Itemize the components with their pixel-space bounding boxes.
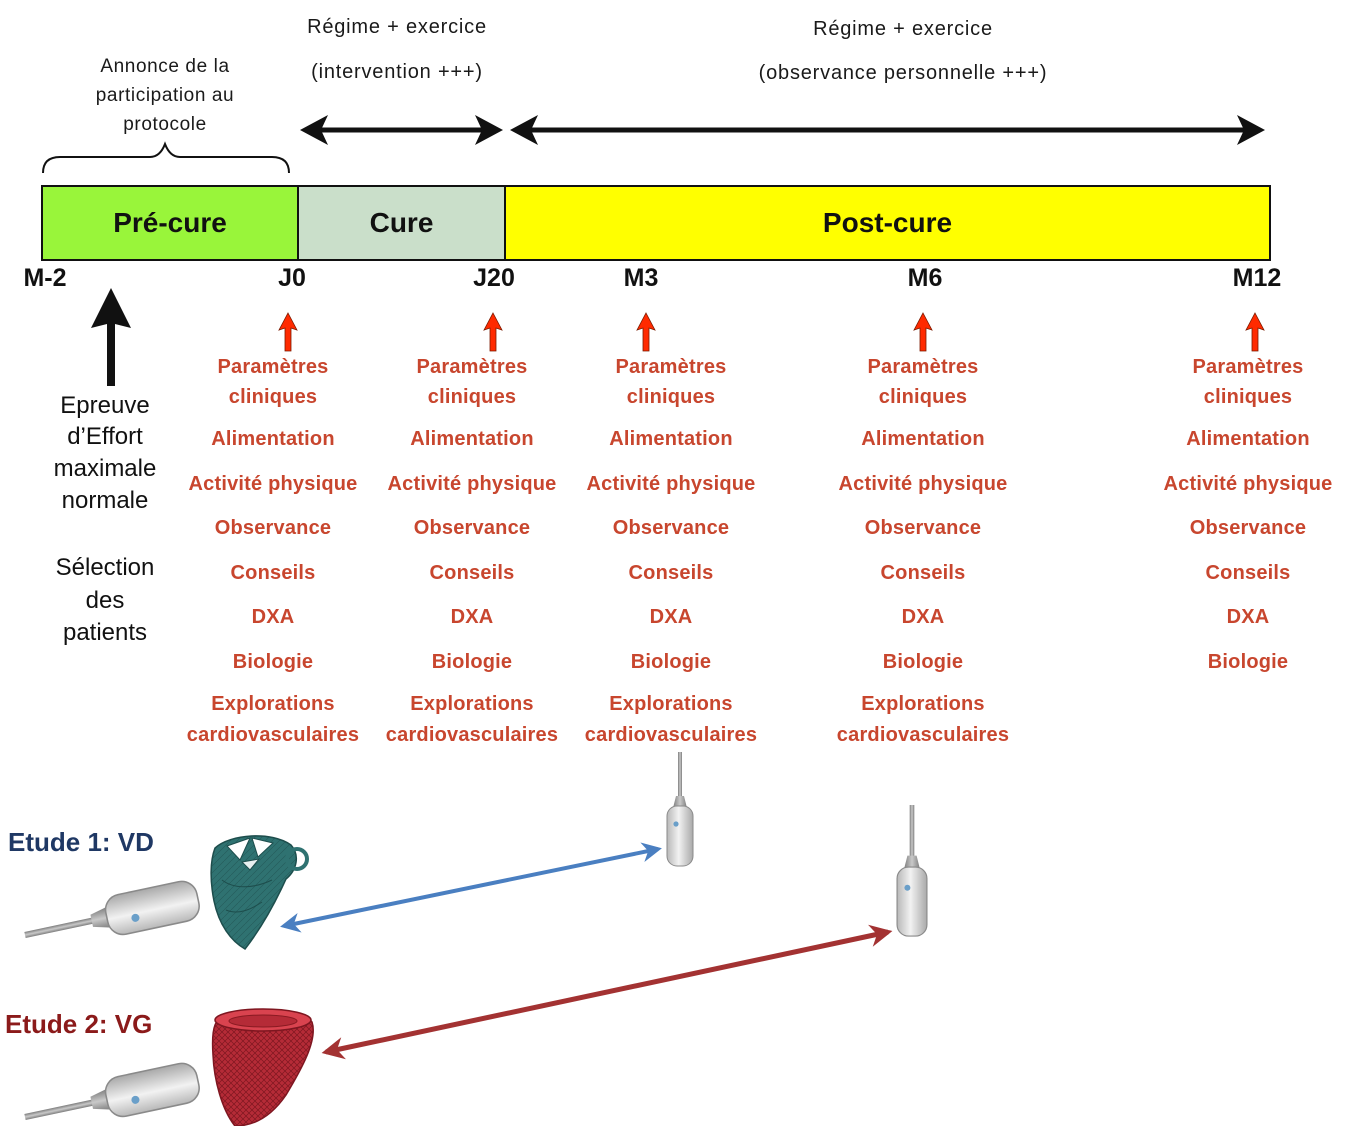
assessment-marker-m3: [636, 312, 656, 352]
announcement-line: Annonce de la: [100, 56, 230, 77]
phase-cure: Cure: [297, 187, 504, 259]
assessment-markers: [278, 312, 1265, 352]
announcement-line: participation au: [95, 85, 235, 106]
assessment-item: Activité physique: [387, 473, 557, 495]
ultrasound-probe-icon: [20, 1059, 203, 1126]
timepoint-label: J20: [473, 264, 515, 292]
ultrasound-probe-icon: [666, 751, 694, 867]
study2-label: Etude 2: VG: [5, 1009, 153, 1039]
phase-pre-cure: Pré-cure: [43, 187, 297, 259]
assessment-item: Biologie: [232, 651, 314, 673]
assessment-item: Paramètres: [416, 356, 528, 378]
assessment-item: DXA: [1226, 606, 1270, 628]
assessment-item: Observance: [1189, 517, 1307, 539]
assessment-item: Paramètres: [217, 356, 329, 378]
assessment-item: cliniques: [626, 386, 716, 408]
assessment-list-m6: Paramètres cliniques Alimentation Activi…: [823, 356, 1023, 756]
timepoint-label: M-2: [23, 264, 67, 292]
timepoint-label: M12: [1232, 264, 1282, 292]
assessment-item: DXA: [649, 606, 693, 628]
assessment-item: Explorations: [861, 693, 985, 715]
assessment-list-m3: Paramètres cliniques Alimentation Activi…: [571, 356, 771, 756]
assessment-item: Explorations: [410, 693, 534, 715]
timepoint-label: M6: [907, 264, 943, 292]
assessment-item: Conseils: [880, 562, 966, 584]
assessment-item: cardiovasculaires: [584, 724, 758, 746]
assessment-item: Alimentation: [211, 428, 335, 450]
right-ventricle-model-icon: [210, 835, 309, 950]
assessment-marker-j20: [483, 312, 503, 352]
post-cure-regimen-title: Régime + exercice: [813, 18, 993, 40]
cure-regimen-note: (intervention +++): [311, 61, 483, 83]
assessment-item: Biologie: [431, 651, 513, 673]
assessment-item: Conseils: [230, 562, 316, 584]
assessment-item: Paramètres: [1192, 356, 1304, 378]
assessment-marker-m12: [1245, 312, 1265, 352]
patient-selection-line: patients: [62, 619, 148, 646]
assessment-item: Biologie: [882, 651, 964, 673]
assessment-list-m12: Paramètres cliniques Alimentation Activi…: [1148, 356, 1348, 756]
assessment-item: Alimentation: [1186, 428, 1310, 450]
screening-arrow-icon: [91, 288, 131, 386]
assessment-item: cardiovasculaires: [836, 724, 1010, 746]
assessment-item: Alimentation: [410, 428, 534, 450]
timepoint-label: M3: [623, 264, 659, 292]
study2-link-arrow: [321, 924, 893, 1060]
assessment-item: Paramètres: [867, 356, 979, 378]
assessment-item: DXA: [450, 606, 494, 628]
assessment-item: Activité physique: [1163, 473, 1333, 495]
assessment-item: Activité physique: [586, 473, 756, 495]
assessment-item: Conseils: [1205, 562, 1291, 584]
assessment-list-j20: Paramètres cliniques Alimentation Activi…: [372, 356, 572, 756]
phase-post-cure: Post-cure: [504, 187, 1269, 259]
assessment-item: Explorations: [211, 693, 335, 715]
study1-label: Etude 1: VD: [8, 827, 154, 857]
assessment-item: Conseils: [628, 562, 714, 584]
assessment-item: cliniques: [878, 386, 968, 408]
assessment-item: Observance: [864, 517, 982, 539]
assessment-item: Paramètres: [615, 356, 727, 378]
assessment-item: Conseils: [429, 562, 515, 584]
timepoint-label: J0: [278, 264, 306, 292]
announcement-line: protocole: [123, 114, 207, 135]
assessment-item: Biologie: [630, 651, 712, 673]
patient-selection-line: Sélection: [55, 554, 155, 581]
effort-test-line: Epreuve: [60, 392, 150, 419]
assessment-marker-j0: [278, 312, 298, 352]
study1-link-arrow: [280, 842, 662, 933]
announcement-brace: [42, 141, 290, 174]
cure-regimen-title: Régime + exercice: [307, 16, 487, 38]
assessment-item: Observance: [214, 517, 332, 539]
assessment-item: Explorations: [609, 693, 733, 715]
effort-test-line: maximale: [53, 455, 157, 482]
ultrasound-probe-icon: [896, 804, 928, 937]
assessment-item: Alimentation: [861, 428, 985, 450]
assessment-item: Activité physique: [188, 473, 358, 495]
left-ventricle-model-icon: [211, 1008, 314, 1126]
assessment-item: Observance: [612, 517, 730, 539]
assessment-item: DXA: [251, 606, 295, 628]
assessment-item: Alimentation: [609, 428, 733, 450]
post-cure-period-arrow: [510, 115, 1265, 145]
assessment-list-j0: Paramètres cliniques Alimentation Activi…: [173, 356, 373, 756]
assessment-item: cliniques: [228, 386, 318, 408]
patient-selection-line: des: [85, 587, 125, 614]
assessment-marker-m6: [913, 312, 933, 352]
assessment-item: cliniques: [1203, 386, 1293, 408]
assessment-item: Observance: [413, 517, 531, 539]
timeline-bar: Pré-cure Cure Post-cure: [41, 185, 1271, 261]
assessment-item: cliniques: [427, 386, 517, 408]
cure-period-arrow: [300, 115, 503, 145]
assessment-item: Activité physique: [838, 473, 1008, 495]
assessment-item: DXA: [901, 606, 945, 628]
effort-test-line: normale: [61, 487, 149, 514]
assessment-item: cardiovasculaires: [186, 724, 360, 746]
assessment-item: cardiovasculaires: [385, 724, 559, 746]
assessment-item: Biologie: [1207, 651, 1289, 673]
effort-test-line: d’Effort: [67, 423, 143, 450]
post-cure-regimen-note: (observance personnelle +++): [758, 62, 1048, 84]
ultrasound-probe-icon: [20, 877, 203, 956]
